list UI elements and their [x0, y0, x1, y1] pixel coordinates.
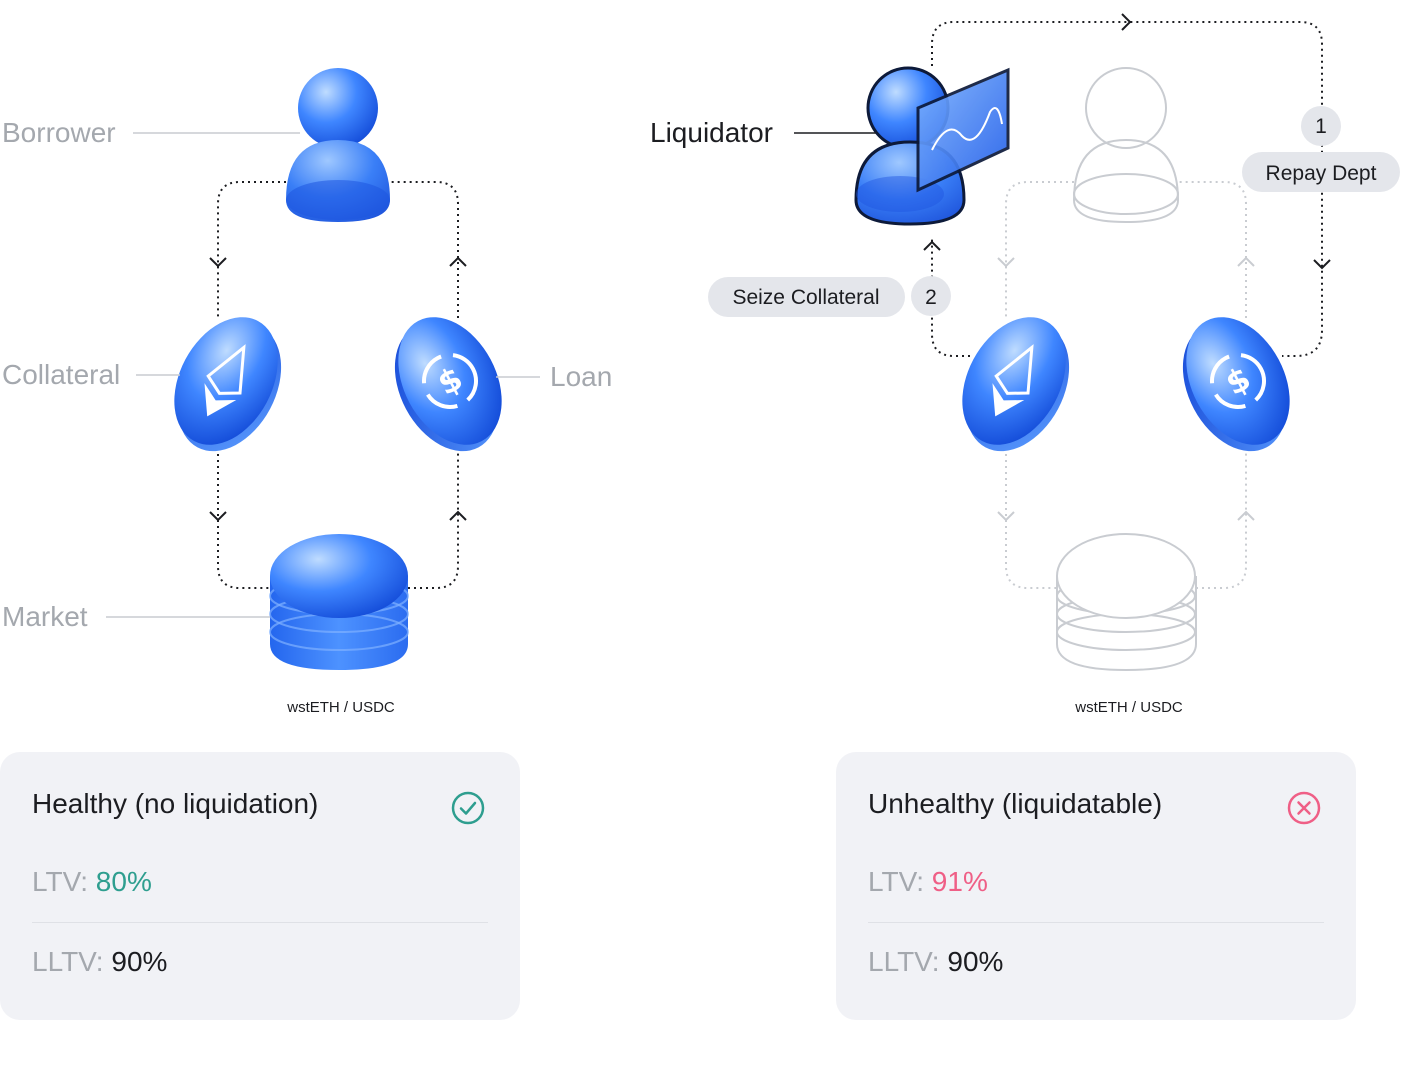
svg-text:2: 2 — [925, 286, 937, 309]
unhealthy-status-card: Unhealthy (liquidatable) LTV: 91% LLTV: … — [836, 752, 1356, 1020]
loan-usdc-coin-icon: $ — [1182, 317, 1290, 452]
faded-arrow-down-icon — [997, 511, 1015, 522]
seize-collateral-pill: Seize Collateral — [708, 277, 905, 317]
left-flow-diagram: $ Borrower Collateral Loan Market wstETH… — [2, 68, 612, 716]
ltv-value: 91% — [931, 866, 988, 897]
ltv-label: LTV: — [32, 866, 89, 897]
faded-arrow-up-icon — [1237, 510, 1255, 521]
ltv-label: LTV: — [868, 866, 925, 897]
arrow-right-icon — [1121, 13, 1132, 31]
repay-debt-label: Repay Dept — [1266, 162, 1377, 185]
flow-path-collateral-to-market — [217, 448, 270, 589]
svg-text:1: 1 — [1315, 115, 1327, 138]
arrow-down-icon — [209, 257, 227, 268]
check-circle-icon — [451, 791, 485, 825]
healthy-status-card: Healthy (no liquidation) LTV: 80% LLTV: … — [0, 752, 520, 1020]
seize-collateral-label: Seize Collateral — [732, 286, 879, 309]
faded-market-stack-icon — [1056, 533, 1197, 672]
lltv-metric: LLTV: 90% — [868, 946, 1003, 978]
unhealthy-card-title: Unhealthy (liquidatable) — [868, 788, 1163, 819]
market-name: wstETH / USDC — [286, 699, 395, 716]
healthy-card-title: Healthy (no liquidation) — [32, 788, 319, 819]
arrow-up-icon — [449, 510, 467, 521]
flow-path-repay-debt — [931, 21, 1323, 357]
market-stack-icon — [269, 534, 409, 670]
lltv-label: LLTV: — [32, 946, 104, 977]
loan-label: Loan — [550, 361, 612, 392]
right-flow-diagram: $ Liquidator 1 Repay Dept Seize Collater… — [650, 13, 1400, 716]
borrower-user-icon — [286, 68, 390, 222]
flow-path-loan-to-borrower — [390, 181, 459, 318]
flow-path-market-to-loan — [408, 448, 459, 589]
card-divider — [32, 922, 488, 923]
lltv-label: LLTV: — [868, 946, 940, 977]
ltv-metric: LTV: 91% — [868, 866, 988, 898]
lltv-value: 90% — [111, 946, 168, 977]
x-circle-icon — [1287, 791, 1321, 825]
faded-borrower-user-icon — [1072, 67, 1180, 224]
repay-debt-pill: Repay Dept — [1242, 152, 1400, 192]
collateral-eth-coin-icon — [962, 317, 1070, 452]
loan-usdc-coin-icon: $ — [394, 317, 502, 452]
arrow-down-icon — [1313, 259, 1331, 270]
collateral-eth-coin-icon — [174, 317, 282, 452]
arrow-up-icon — [449, 256, 467, 267]
step-2-badge: 2 — [911, 276, 951, 316]
arrow-down-icon — [209, 511, 227, 522]
flow-path-borrower-to-collateral — [217, 181, 286, 318]
faded-arrow-down-icon — [997, 257, 1015, 268]
ltv-value: 80% — [95, 866, 152, 897]
faded-arrow-up-icon — [1237, 256, 1255, 267]
liquidator-label: Liquidator — [650, 117, 773, 148]
market-name: wstETH / USDC — [1074, 699, 1183, 716]
faded-flow-loop — [1005, 181, 1247, 589]
ltv-metric: LTV: 80% — [32, 866, 152, 898]
trading-screen-icon — [916, 67, 1010, 193]
lltv-value: 90% — [947, 946, 1004, 977]
step-1-badge: 1 — [1301, 106, 1341, 146]
market-label: Market — [2, 601, 88, 632]
arrow-up-icon — [923, 240, 941, 251]
lltv-metric: LLTV: 90% — [32, 946, 167, 978]
card-divider — [868, 922, 1324, 923]
borrower-label: Borrower — [2, 117, 116, 148]
collateral-label: Collateral — [2, 359, 120, 390]
